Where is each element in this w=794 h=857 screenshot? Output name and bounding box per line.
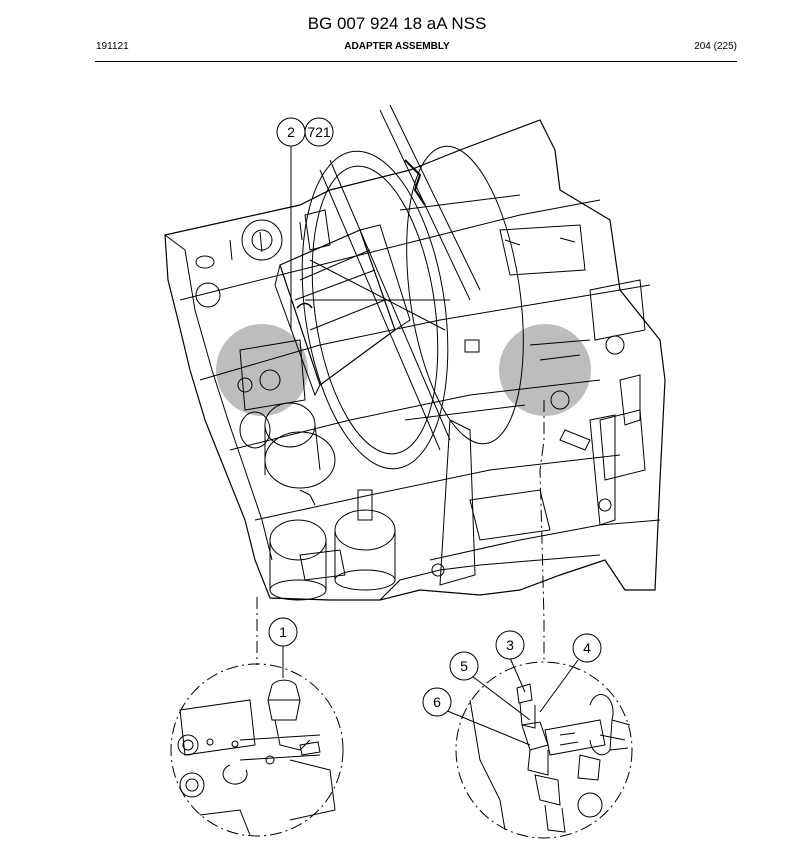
callout-6-label: 6	[433, 694, 441, 710]
leader-5	[471, 675, 531, 721]
leader-6	[444, 709, 531, 746]
callout-6: 6	[422, 687, 452, 717]
header-rule	[95, 61, 737, 62]
callout-721: 721	[304, 117, 334, 147]
callout-1-label: 1	[279, 624, 287, 640]
callout-3-label: 3	[506, 637, 514, 653]
callout-1: 1	[268, 617, 298, 647]
callout-5: 5	[449, 651, 479, 681]
pump-motor	[239, 402, 336, 506]
callout-3: 3	[495, 630, 525, 660]
document-number: BG 007 924 18 aA NSS	[307, 14, 487, 33]
callout-4: 4	[572, 633, 602, 663]
projection-line-right	[539, 400, 545, 660]
detail-view-right	[455, 661, 633, 839]
leader-4	[539, 659, 579, 713]
callout-721-label: 721	[307, 124, 331, 140]
right-fittings	[431, 279, 646, 577]
detail-view-left	[170, 663, 344, 837]
control-box	[274, 224, 411, 397]
leader-3	[509, 657, 526, 693]
callout-4-label: 4	[583, 640, 591, 656]
filter-housings	[269, 489, 396, 601]
hose-reel	[301, 104, 526, 470]
tank-components	[195, 209, 331, 411]
page-number: 204 (225)	[694, 41, 737, 52]
callout-5-label: 5	[460, 658, 468, 674]
date-code: 191121	[96, 41, 129, 52]
highlight-zone-left	[216, 324, 308, 416]
wave-logo-icon	[296, 302, 313, 309]
highlight-zone-right	[499, 324, 591, 416]
callout-2: 2	[276, 117, 306, 147]
callout-2-label: 2	[287, 124, 295, 140]
section-title: ADAPTER ASSEMBLY	[344, 41, 450, 52]
